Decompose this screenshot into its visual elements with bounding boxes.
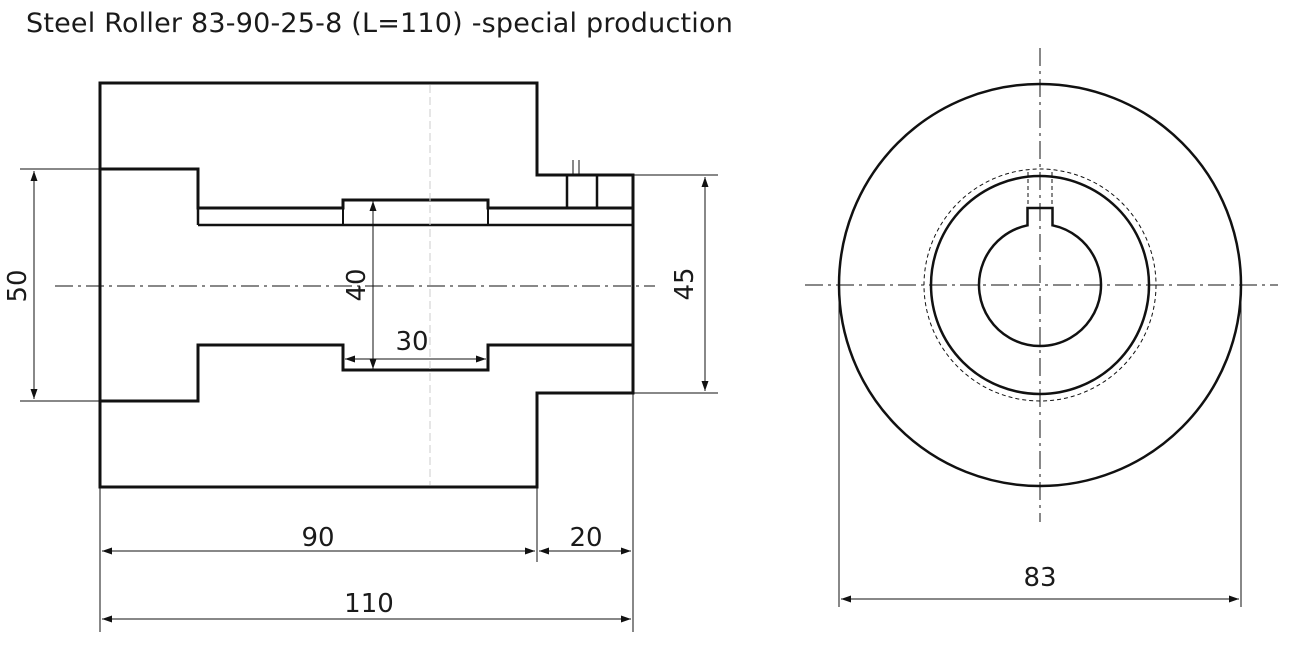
dim-50-label: 50	[3, 269, 33, 302]
end-view-dimensions: 83	[838, 285, 1242, 607]
dim-30-label: 30	[395, 327, 428, 357]
dim-45-label: 45	[670, 267, 700, 300]
dim-90-label: 90	[301, 523, 334, 553]
section-view	[55, 81, 655, 489]
dim-110-label: 110	[344, 589, 394, 619]
dim-20-label: 20	[569, 523, 602, 553]
keyway-groove	[342, 208, 489, 225]
keyed-bore	[977, 206, 1103, 348]
dim-40-label: 40	[342, 268, 372, 301]
drawing-title: Steel Roller 83-90-25-8 (L=110) -special…	[26, 8, 734, 39]
set-screw-hole	[565, 173, 599, 210]
section-lower-wall	[98, 343, 635, 489]
section-dimensions: 50 40 30 45 90 20 110	[3, 168, 718, 632]
section-upper-wall	[98, 81, 635, 210]
dim-83-label: 83	[1023, 563, 1056, 593]
end-view	[805, 48, 1278, 522]
